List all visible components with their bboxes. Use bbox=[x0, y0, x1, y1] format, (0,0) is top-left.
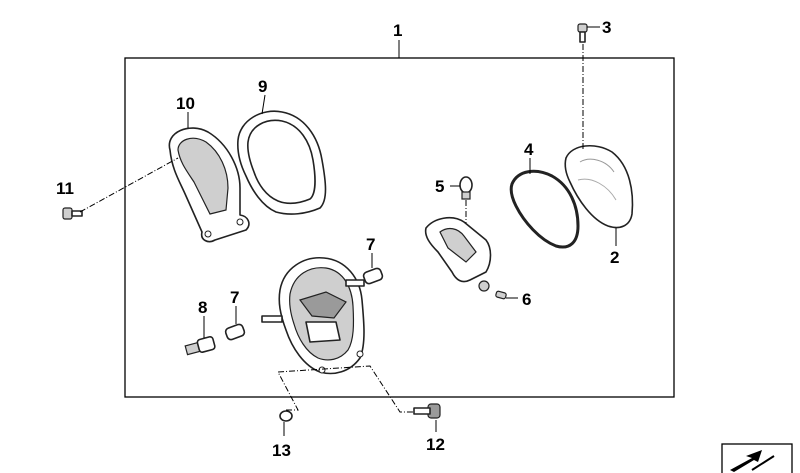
part-7-spacer-upper bbox=[362, 267, 384, 285]
housing-stud-right bbox=[345, 279, 365, 287]
part-12-bolt bbox=[413, 403, 441, 419]
callout-10: 10 bbox=[176, 94, 195, 113]
part-9-gasket bbox=[237, 110, 327, 215]
callout-1: 1 bbox=[393, 21, 402, 40]
callout-13: 13 bbox=[272, 441, 291, 460]
callout-4: 4 bbox=[524, 140, 534, 159]
parts-catalog-arrow-icon bbox=[721, 443, 793, 473]
part-13-nut bbox=[279, 410, 293, 422]
part-2-lens bbox=[564, 145, 634, 229]
part-5-bulb bbox=[459, 176, 473, 200]
part-6-screw bbox=[495, 290, 507, 300]
callout-3: 3 bbox=[602, 18, 611, 37]
callout-9: 9 bbox=[258, 77, 267, 96]
callout-8: 8 bbox=[198, 298, 207, 317]
bulb-holder bbox=[424, 216, 492, 292]
callout-2: 2 bbox=[610, 248, 619, 267]
part-4-seal bbox=[509, 169, 580, 249]
leader-line-9 bbox=[261, 94, 266, 115]
housing-stud-left bbox=[261, 315, 283, 323]
callout-5: 5 bbox=[435, 177, 444, 196]
callout-12: 12 bbox=[426, 435, 445, 454]
part-10-bracket bbox=[168, 127, 250, 243]
part-7-spacer-lower bbox=[224, 323, 246, 341]
part-3-screw bbox=[577, 23, 588, 43]
callout-11: 11 bbox=[56, 179, 74, 198]
callout-7-upper: 7 bbox=[366, 235, 375, 254]
part-11-screw bbox=[62, 207, 83, 220]
callout-7-lower: 7 bbox=[230, 288, 239, 307]
part-8-insert bbox=[184, 336, 216, 356]
callout-6: 6 bbox=[522, 290, 531, 309]
taillight-housing bbox=[278, 257, 365, 375]
